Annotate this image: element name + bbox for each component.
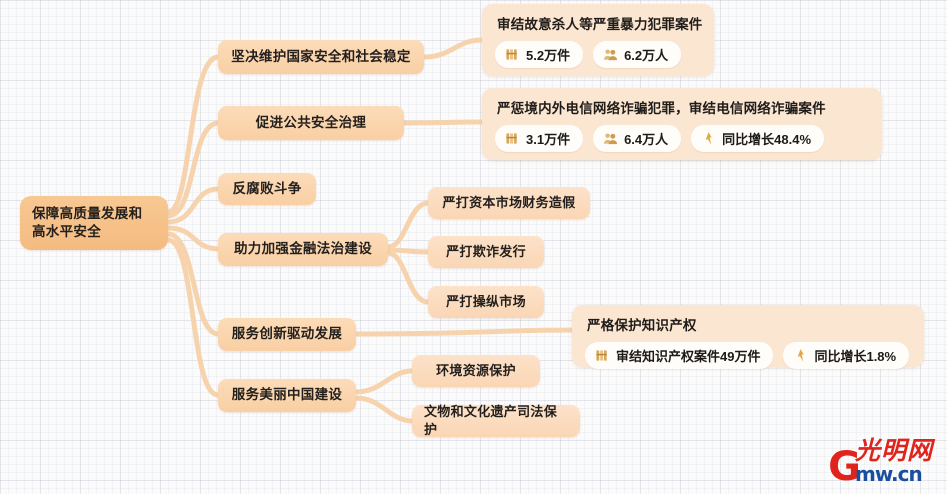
leaf-node-label: 严打资本市场财务造假 — [442, 195, 576, 211]
stat-pill[interactable]: 同比增长48.4% — [691, 125, 825, 152]
logo-brand-en: mw.cn — [854, 462, 923, 486]
card-title: 审结故意杀人等严重暴力犯罪案件 — [497, 17, 703, 32]
leaf-node-l5[interactable]: 文物和文化遗产司法保护 — [412, 404, 580, 437]
up-arrow-icon — [792, 348, 808, 364]
branch-node-b3[interactable]: 反腐败斗争 — [218, 173, 316, 205]
stat-pill[interactable]: 同比增长1.8% — [783, 342, 910, 369]
root-node-label: 保障高质量发展和高水平安全 — [32, 205, 143, 239]
stat-pill[interactable]: 6.2万人 — [593, 41, 682, 68]
case-files-icon — [504, 47, 520, 63]
detail-card-c3[interactable]: 严格保护知识产权 审结知识产权案件49万件 — [572, 305, 924, 369]
leaf-node-label: 环境资源保护 — [436, 363, 516, 379]
card-pill-row: 5.2万件 6.2万人 — [495, 41, 701, 68]
card-title: 严惩境内外电信网络诈骗犯罪，审结电信网络诈骗案件 — [497, 101, 826, 116]
stat-pill-text: 同比增长1.8% — [814, 349, 897, 364]
leaf-node-l3[interactable]: 严打操纵市场 — [428, 286, 544, 318]
branch-node-label: 坚决维护国家安全和社会稳定 — [231, 48, 411, 64]
gmw-watermark-logo: G 光明网 mw.cn — [828, 438, 933, 491]
card-pill-row: 审结知识产权案件49万件 同比增长1.8% — [585, 342, 911, 369]
branch-node-b6[interactable]: 服务美丽中国建设 — [218, 379, 356, 412]
root-node[interactable]: 保障高质量发展和高水平安全 — [20, 196, 168, 250]
leaf-node-l1[interactable]: 严打资本市场财务造假 — [428, 187, 590, 219]
leaf-node-label: 严打欺诈发行 — [446, 244, 526, 260]
logo-letter-g: G — [828, 444, 861, 491]
stat-pill-text: 6.2万人 — [624, 48, 669, 63]
detail-card-c1[interactable]: 审结故意杀人等严重暴力犯罪案件 5.2万件 — [482, 4, 714, 76]
branch-node-b4[interactable]: 助力加强金融法治建设 — [218, 233, 388, 266]
card-title: 严格保护知识产权 — [587, 318, 697, 333]
card-pill-row: 3.1万件 6.4万人 — [495, 125, 869, 152]
leaf-node-label: 严打操纵市场 — [446, 294, 526, 310]
leaf-node-l2[interactable]: 严打欺诈发行 — [428, 236, 544, 268]
stat-pill-text: 审结知识产权案件49万件 — [616, 349, 761, 364]
case-files-icon — [594, 348, 610, 364]
stat-pill-text: 6.4万人 — [624, 132, 669, 147]
stat-pill-text: 同比增长48.4% — [722, 132, 812, 147]
branch-node-label: 助力加强金融法治建设 — [234, 241, 372, 257]
leaf-node-label: 文物和文化遗产司法保护 — [424, 404, 558, 437]
detail-card-c2[interactable]: 严惩境内外电信网络诈骗犯罪，审结电信网络诈骗案件 3.1万件 — [482, 88, 882, 160]
stat-pill[interactable]: 5.2万件 — [495, 41, 584, 68]
branch-node-label: 反腐败斗争 — [232, 180, 302, 196]
branch-node-label: 服务创新驱动发展 — [231, 326, 343, 342]
stat-pill-text: 3.1万件 — [526, 132, 571, 147]
stat-pill[interactable]: 3.1万件 — [495, 125, 584, 152]
case-files-icon — [504, 131, 520, 147]
people-icon — [602, 47, 618, 63]
leaf-node-l4[interactable]: 环境资源保护 — [412, 355, 540, 387]
logo-brand-zh: 光明网 — [854, 436, 933, 465]
stat-pill-text: 5.2万件 — [526, 48, 571, 63]
branch-node-b2[interactable]: 促进公共安全治理 — [218, 106, 404, 140]
branch-node-b1[interactable]: 坚决维护国家安全和社会稳定 — [218, 40, 424, 74]
branch-node-label: 促进公共安全治理 — [255, 114, 367, 130]
up-arrow-icon — [700, 131, 716, 147]
branch-node-label: 服务美丽中国建设 — [231, 387, 343, 403]
stat-pill[interactable]: 6.4万人 — [593, 125, 682, 152]
stat-pill[interactable]: 审结知识产权案件49万件 — [585, 342, 774, 369]
branch-node-b5[interactable]: 服务创新驱动发展 — [218, 318, 356, 351]
people-icon — [602, 131, 618, 147]
logo-text-group: 光明网 mw.cn — [855, 438, 933, 484]
